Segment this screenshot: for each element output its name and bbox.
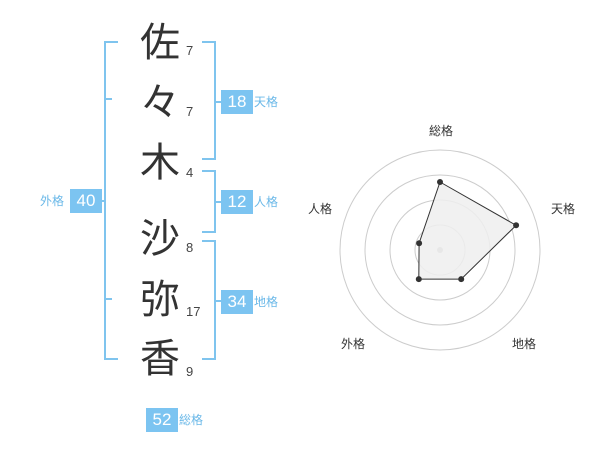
tenkaku-value: 18 <box>221 90 253 114</box>
radar-label-chikaku: 地格 <box>511 337 536 351</box>
radar-chart <box>339 149 541 351</box>
jinkaku-label: 人格 <box>254 195 279 209</box>
stroke-count-4: 8 <box>186 240 194 255</box>
stroke-count-1: 7 <box>186 43 194 58</box>
radar-label-jinkaku: 人格 <box>307 202 332 216</box>
stroke-count-6: 9 <box>186 364 194 379</box>
stroke-count-3: 4 <box>186 165 194 180</box>
gaikaku-value: 40 <box>70 189 102 213</box>
radar-points <box>415 179 520 283</box>
soukaku-value: 52 <box>146 408 178 432</box>
name-char-4: 沙 <box>140 216 180 262</box>
radar-label-tenkaku: 天格 <box>550 202 575 216</box>
jinkaku-value: 12 <box>221 190 253 214</box>
name-char-1: 佐 <box>140 20 180 66</box>
radar-label-gaikaku: 外格 <box>340 337 365 351</box>
soukaku-label: 総格 <box>179 413 204 427</box>
name-char-3: 木 <box>140 140 180 186</box>
radar-ring <box>364 174 516 326</box>
radar-point-4 <box>415 276 422 283</box>
chikaku-label: 地格 <box>254 295 279 309</box>
radar-point-2 <box>513 222 520 229</box>
radar-label-soukaku: 総格 <box>428 124 453 138</box>
name-char-5: 弥 <box>140 277 180 323</box>
radar-point-5 <box>416 240 423 247</box>
radar-ring <box>339 149 541 351</box>
stroke-count-2: 7 <box>186 104 194 119</box>
name-char-2: 々 <box>140 80 180 126</box>
chikaku-value: 34 <box>221 290 253 314</box>
tenkaku-label: 天格 <box>254 95 279 109</box>
gaikaku-label: 外格 <box>40 194 65 208</box>
radar-point-1 <box>437 179 443 185</box>
name-char-6: 香 <box>140 336 180 382</box>
radar-point-3 <box>458 276 465 283</box>
radar-polygon <box>418 181 517 280</box>
stroke-count-5: 17 <box>186 304 201 319</box>
